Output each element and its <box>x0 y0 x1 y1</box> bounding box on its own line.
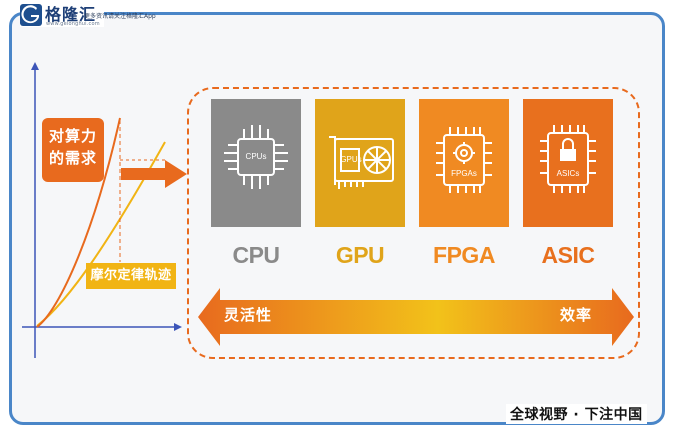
chip-label-asic: ASIC <box>541 242 595 268</box>
header-slogan: 更多资讯请关注格隆汇App <box>84 13 156 20</box>
asic-lock-chip-icon: ASICs <box>523 99 613 227</box>
chip-card-gpu: GPUs <box>315 99 405 229</box>
logo-url: www.gelonghui.com <box>46 21 100 27</box>
footer-tagline: 全球视野 · 下注中国 <box>506 404 647 424</box>
flexibility-efficiency-arrow <box>198 288 634 346</box>
chip-card-cpu: CPUs <box>211 99 301 229</box>
gpu-card-icon: GPUs <box>315 99 405 227</box>
brand-logo[interactable]: 格隆汇 www.gelonghui.com <box>20 3 105 27</box>
chip-card-fpga: FPGAs <box>419 99 509 229</box>
flexibility-label: 灵活性 <box>224 306 273 324</box>
moore-label-box: 摩尔定律轨迹 <box>86 263 176 289</box>
fpga-chip-icon: FPGAs <box>419 99 509 227</box>
right-arrow-icon <box>121 160 187 188</box>
chip-label-cpu: CPU <box>232 242 280 268</box>
demand-label-box: 对算力的需求 <box>42 118 104 182</box>
logo-name: 格隆汇 <box>45 5 97 24</box>
logo-g-icon <box>20 4 42 26</box>
moore-label: 摩尔定律轨迹 <box>90 268 172 283</box>
cpu-chip-icon: CPUs <box>211 99 301 227</box>
chip-label-gpu: GPU <box>335 242 385 268</box>
gpu-inner-text: GPUs <box>340 155 362 164</box>
efficiency-label: 效率 <box>560 306 593 324</box>
asic-inner-text: ASICs <box>556 169 580 178</box>
demand-label: 对算力的需求 <box>49 127 98 167</box>
cpu-inner-text: CPUs <box>245 152 267 161</box>
chip-group-container <box>187 87 640 359</box>
chip-label-fpga: FPGA <box>433 242 495 268</box>
chip-card-asic: ASICs <box>523 99 613 229</box>
fpga-inner-text: FPGAs <box>451 169 477 178</box>
